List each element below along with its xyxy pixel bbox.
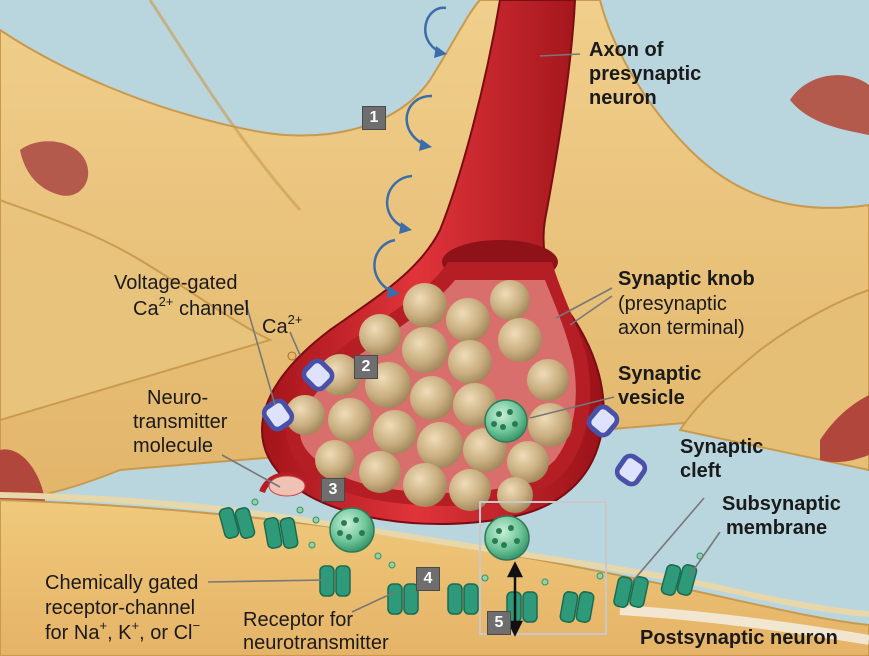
step-3-marker: 3 — [321, 478, 345, 502]
synaptic-cleft-label-line1: Synaptic — [680, 435, 763, 459]
voltage-gated-label-line1: Voltage-gated — [114, 271, 237, 295]
nt-vesicle-main — [485, 400, 527, 442]
chem-gated-label-line1: Chemically gated — [45, 571, 198, 595]
synaptic-cleft-label-line2: cleft — [680, 459, 721, 483]
step-4-marker: 4 — [416, 567, 440, 591]
neurotransmitter-label-line2: transmitter — [133, 410, 227, 434]
nt-vesicle-highlighted — [485, 516, 529, 560]
receptor-label-line2: neurotransmitter — [243, 631, 389, 655]
synaptic-knob-sub-line1: (presynaptic — [618, 292, 727, 316]
axon-label-line2: presynaptic — [589, 62, 701, 86]
step-5-marker: 5 — [487, 611, 511, 635]
axon-label-line3: neuron — [589, 86, 657, 110]
nt-vesicle-fusing — [330, 508, 374, 552]
synaptic-knob-sub-line2: axon terminal) — [618, 316, 745, 340]
neurotransmitter-label-line1: Neuro- — [147, 386, 208, 410]
step-1-marker: 1 — [362, 106, 386, 130]
axon-label-line1: Axon of — [589, 38, 663, 62]
postsynaptic-label: Postsynaptic neuron — [640, 626, 838, 650]
voltage-gated-label-line2: Ca2+ channel — [133, 297, 249, 321]
synaptic-vesicle-label-line2: vesicle — [618, 386, 685, 410]
step-2-marker: 2 — [354, 355, 378, 379]
receptor-label-line1: Receptor for — [243, 608, 353, 632]
calcium-ion-label: Ca2+ — [262, 315, 302, 339]
neurotransmitter-label-line3: molecule — [133, 434, 213, 458]
calcium-ion — [288, 352, 296, 360]
released-vesicle — [269, 476, 305, 496]
chem-gated-label-line3: for Na+, K+, or Cl− — [45, 621, 200, 645]
synaptic-knob-label: Synaptic knob — [618, 267, 755, 291]
chem-gated-label-line2: receptor-channel — [45, 596, 195, 620]
subsynaptic-label-line1: Subsynaptic — [722, 492, 841, 516]
synaptic-vesicle-label-line1: Synaptic — [618, 362, 701, 386]
subsynaptic-label-line2: membrane — [726, 516, 827, 540]
